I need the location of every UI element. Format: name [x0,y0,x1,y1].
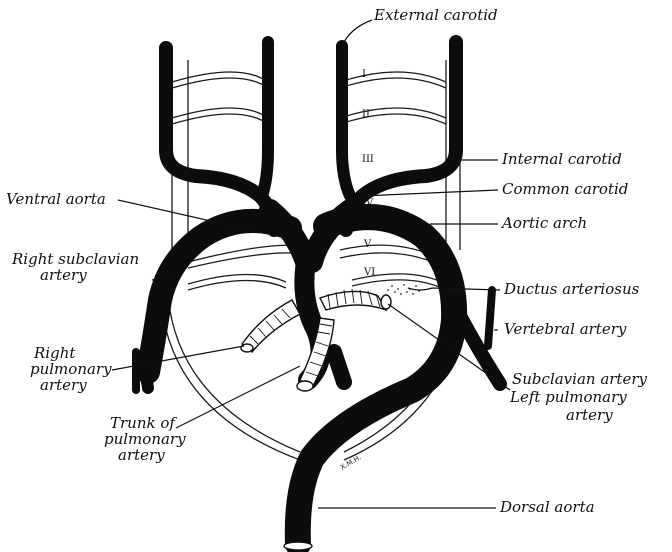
arch-numeral-2: II [362,109,370,120]
label-right-pulmonary-3: artery [40,376,87,394]
arch-numeral-4: IV [362,198,374,209]
label-left-pulmonary-2: artery [566,406,613,424]
label-left-pulmonary-1: Left pulmonary [509,388,627,406]
arch-numeral-5: V [363,239,372,250]
arch-numeral-1: I [362,69,366,80]
right-subclavian-vessel [148,221,290,372]
label-vertebral-artery: Vertebral artery [504,320,627,338]
label-internal-carotid: Internal carotid [501,150,622,168]
label-external-carotid: External carotid [373,6,498,24]
label-aortic-arch: Aortic arch [500,214,587,232]
arch-numerals: I II III IV V VI [362,69,375,278]
label-right-subclavian-2: artery [40,266,87,284]
arch-numeral-6: VI [363,267,375,278]
label-ventral-aorta: Ventral aorta [6,190,106,208]
arch-numeral-3: III [362,154,374,165]
label-subclavian-artery: Subclavian artery [512,370,648,388]
label-ductus-arteriosus: Ductus arteriosus [503,280,640,298]
right-external-carotid-vessel [262,42,268,196]
left-vertebral-vessel [488,290,492,346]
right-carotid-vessel [166,48,274,230]
label-common-carotid: Common carotid [502,180,628,198]
label-dorsal-aorta: Dorsal aorta [499,498,595,516]
label-trunk-3: artery [118,446,165,464]
